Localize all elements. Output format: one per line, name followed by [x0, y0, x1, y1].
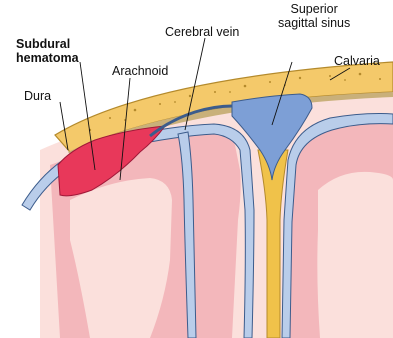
- label-dura: Dura: [24, 89, 51, 103]
- label-arachnoid: Arachnoid: [112, 64, 168, 78]
- label-subdural-hematoma: Subdural hematoma: [16, 37, 79, 65]
- right-gyrus-inner: [317, 172, 393, 338]
- label-calvaria: Calvaria: [334, 54, 380, 68]
- label-cerebral-vein: Cerebral vein: [165, 25, 239, 39]
- label-superior-sagittal-sinus: Superior sagittal sinus: [278, 2, 350, 30]
